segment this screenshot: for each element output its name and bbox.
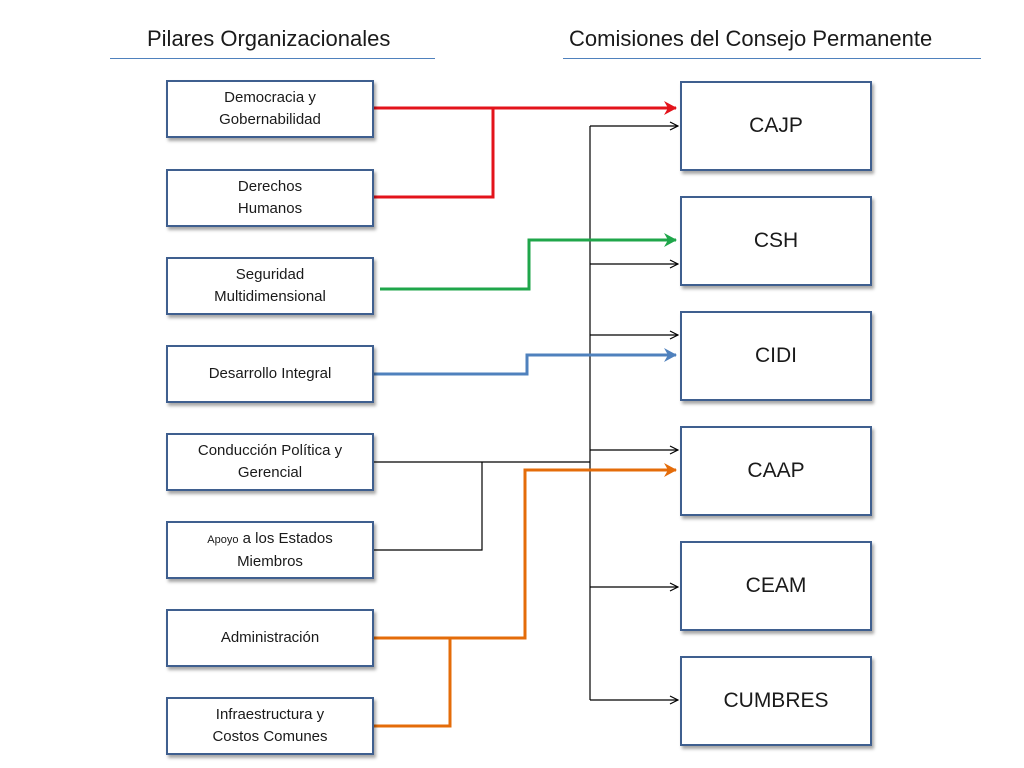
commission-cajp: CAJP: [680, 81, 872, 171]
pillar-label: Conducción Política y: [197, 442, 343, 459]
pillar-label: Miembros: [237, 552, 303, 570]
pillar-label-small: Apoyo: [207, 533, 239, 546]
pillar-apoyo-estados: Apoyo a los Estados Miembros: [166, 521, 374, 579]
commission-label: CIDI: [755, 344, 797, 367]
commission-cidi: CIDI: [680, 311, 872, 401]
pillar-label: Desarrollo Integral: [208, 365, 332, 382]
orange-connector: [374, 463, 677, 728]
commission-label: CAAP: [747, 459, 805, 482]
pillar-label: Seguridad: [235, 266, 305, 283]
pillar-label: a los Estados: [238, 529, 333, 547]
blue-connector: [374, 348, 677, 376]
pillar-label: Derechos: [237, 178, 303, 195]
pillar-administracion: Administración: [166, 609, 374, 667]
commission-cumbres: CUMBRES: [680, 656, 872, 746]
pillar-label: Democracia y: [224, 89, 316, 106]
commissions-heading: Comisiones del Consejo Permanente: [569, 26, 933, 51]
commission-csh: CSH: [680, 196, 872, 286]
pillar-label: Costos Comunes: [212, 728, 328, 745]
pillar-democracia: Democracia y Gobernabilidad: [166, 80, 374, 138]
pillar-derechos-humanos: Derechos Humanos: [166, 169, 374, 227]
red-connector: [374, 101, 677, 199]
commission-label: CUMBRES: [723, 689, 829, 712]
commissions-heading-rule: [563, 58, 981, 59]
pillar-label: Administración: [220, 629, 320, 646]
pillar-label: Gobernabilidad: [219, 111, 321, 128]
pillar-label: Infraestructura y: [215, 706, 325, 723]
commission-ceam: CEAM: [680, 541, 872, 631]
commission-label: CSH: [753, 229, 799, 252]
green-connector: [380, 233, 677, 291]
pillar-infraestructura: Infraestructura y Costos Comunes: [166, 697, 374, 755]
commission-caap: CAAP: [680, 426, 872, 516]
commission-label: CAJP: [749, 114, 803, 137]
pillars-heading-rule: [110, 58, 435, 59]
black-bus: [374, 126, 678, 700]
pillars-heading: Pilares Organizacionales: [147, 26, 391, 51]
pillar-seguridad: Seguridad Multidimensional: [166, 257, 374, 315]
pillar-label: Multidimensional: [214, 288, 326, 305]
pillar-desarrollo-integral: Desarrollo Integral: [166, 345, 374, 403]
pillar-conduccion-politica: Conducción Política y Gerencial: [166, 433, 374, 491]
pillar-label: Gerencial: [237, 464, 303, 481]
commission-label: CEAM: [745, 574, 807, 597]
pillar-label: Humanos: [237, 200, 303, 217]
